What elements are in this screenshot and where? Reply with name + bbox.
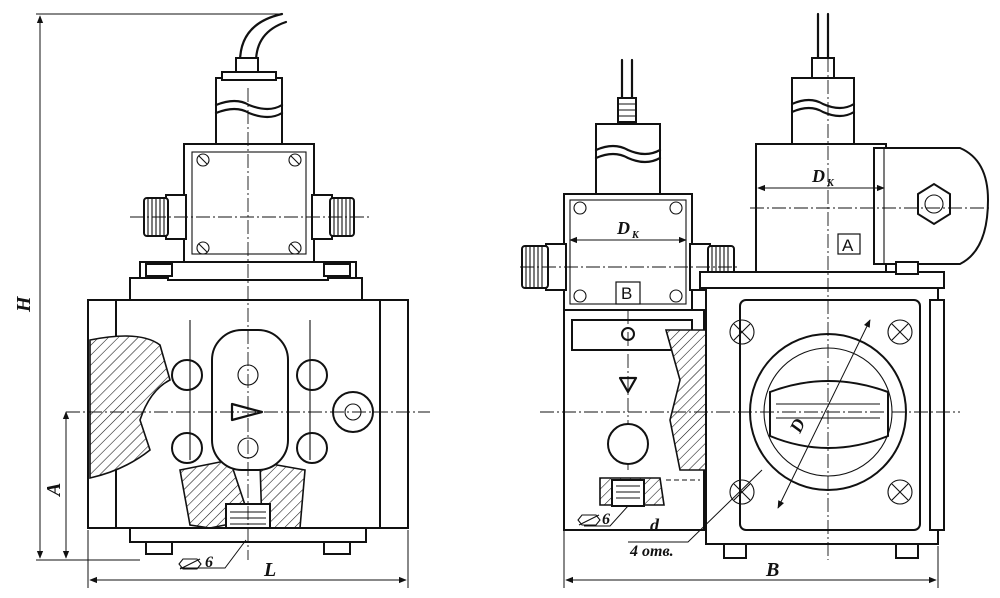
left-dimensions: [36, 13, 409, 588]
label-B-dim: B: [765, 559, 779, 581]
box-a: [837, 233, 861, 255]
marker-b: B: [621, 284, 632, 303]
label-dk-right-sub: К: [826, 178, 835, 189]
side-view: [520, 12, 990, 560]
hex-marker-left: [178, 558, 202, 570]
marker-a: A: [842, 236, 854, 255]
front-view: [66, 12, 430, 560]
coil-box-left: [183, 143, 315, 263]
cable-left: [238, 12, 284, 64]
label-d: d: [650, 515, 660, 535]
hex-size-left: 6: [205, 554, 213, 571]
hex-marker-right: [577, 514, 601, 526]
label-dk-left-sub: К: [631, 230, 640, 241]
label-A: A: [43, 483, 65, 498]
label-H: H: [13, 295, 35, 313]
box-b: [615, 281, 641, 305]
connector-left: [215, 77, 283, 145]
label-holes: 4 отв.: [629, 543, 674, 560]
label-dk-right: D: [811, 166, 825, 186]
hex-size-right: 6: [602, 511, 610, 528]
label-L: L: [263, 559, 276, 581]
label-dk-left: D: [616, 218, 630, 238]
right-dimensions: [563, 184, 939, 588]
